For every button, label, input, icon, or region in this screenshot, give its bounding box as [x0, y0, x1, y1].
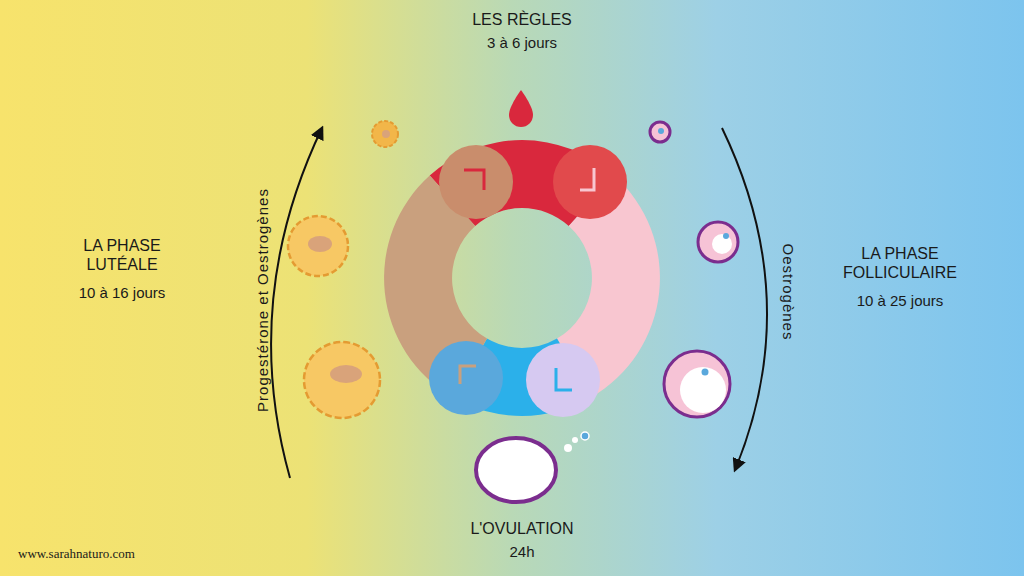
blood-drop [509, 90, 533, 127]
corpus-luteum [372, 121, 398, 147]
watermark: www.sarahnaturo.com [18, 546, 218, 562]
follicle [664, 351, 730, 417]
phase-title: LA PHASE FOLLICULAIRE [835, 244, 965, 282]
hormone-label: Progestérone et Oestrogènes [254, 140, 272, 460]
chevron [460, 366, 476, 384]
chevron [464, 170, 484, 190]
phase-dot [429, 341, 503, 415]
follicle [650, 122, 670, 142]
phase-title: LA PHASE LUTÉALE [57, 236, 187, 274]
phase-dot [439, 145, 513, 219]
ovulation-egg [476, 432, 589, 502]
corpus-luteum [288, 216, 348, 276]
hormone-arrow [722, 128, 767, 470]
phase-dot [553, 145, 627, 219]
phase-duration: 24h [442, 543, 602, 561]
chevron [580, 168, 594, 190]
phase-duration: 10 à 25 jours [830, 292, 970, 310]
phase-title: LES RÈGLES [442, 10, 602, 29]
chevron [556, 368, 572, 390]
phase-dot [526, 343, 600, 417]
hormone-arrow [271, 128, 322, 478]
phase-title: L'OVULATION [442, 519, 602, 538]
phase-duration: 10 à 16 jours [52, 284, 192, 302]
corpus-luteum [304, 342, 380, 418]
hormone-label: Oestrogènes [779, 212, 797, 372]
follicle [698, 222, 738, 262]
phase-duration: 3 à 6 jours [442, 34, 602, 52]
